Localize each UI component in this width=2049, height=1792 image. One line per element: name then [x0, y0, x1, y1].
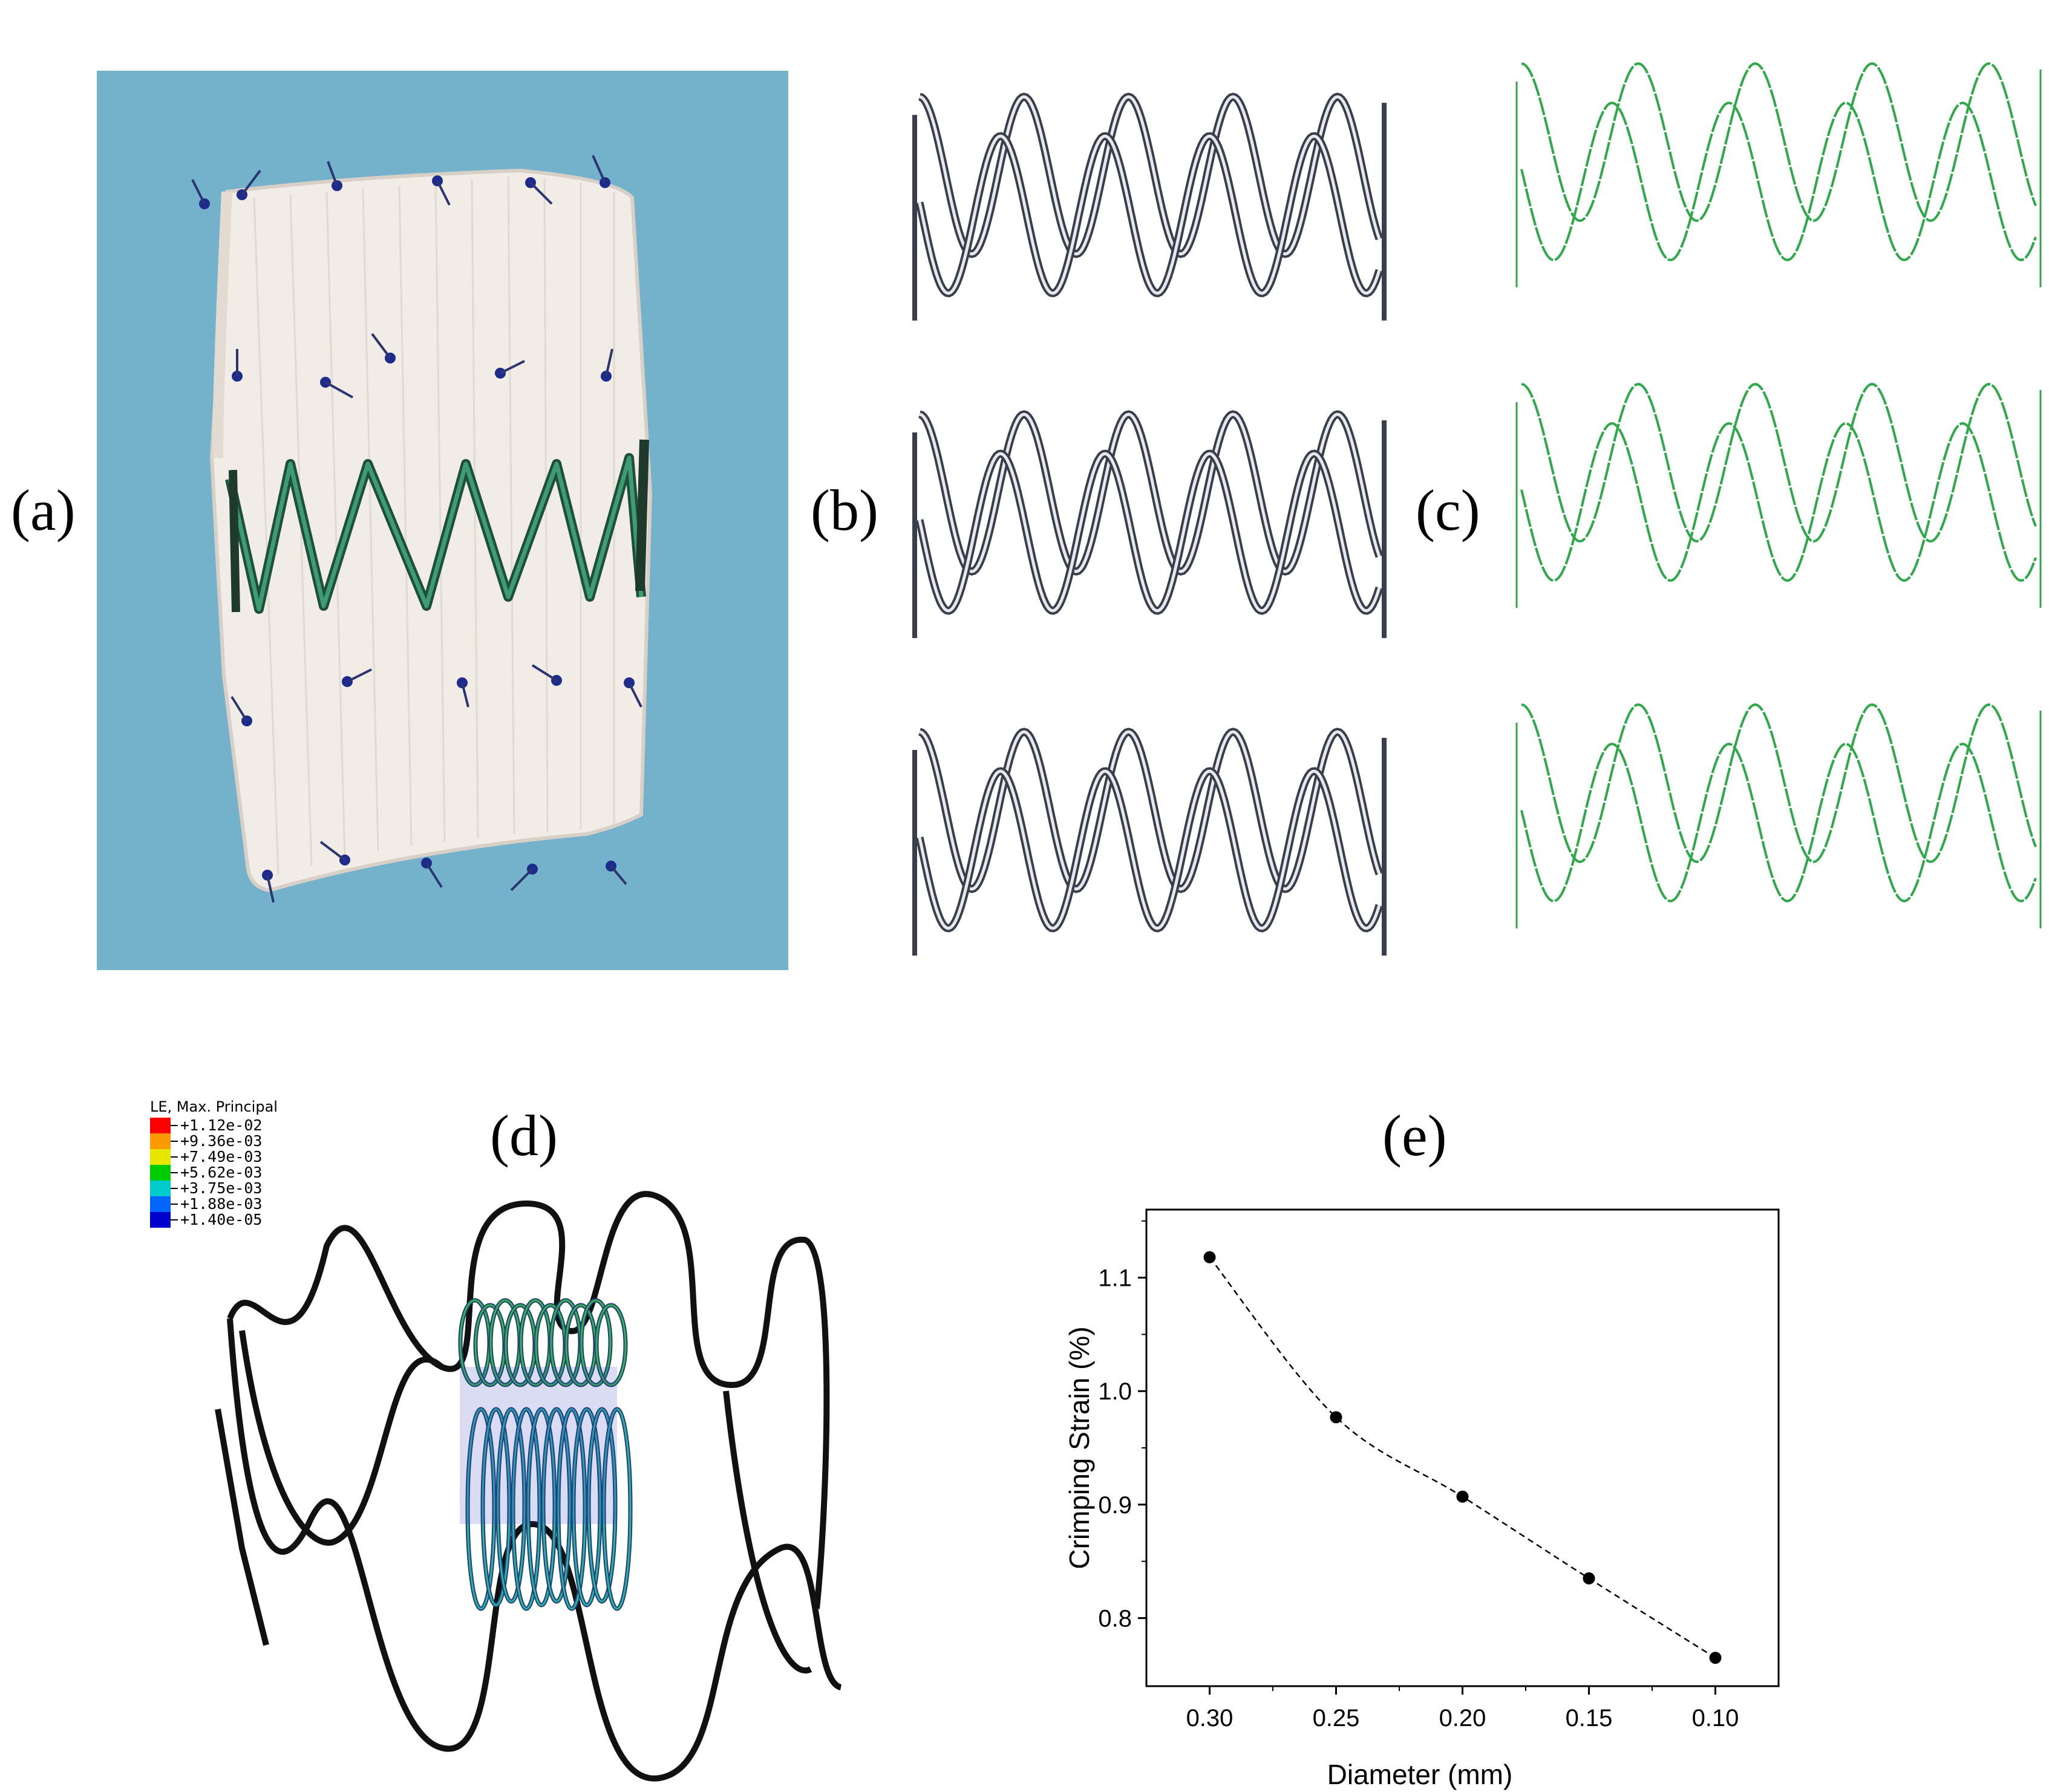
crimped-stent [458, 1298, 633, 1611]
x-tick-label: 0.20 [1439, 1705, 1486, 1732]
legend-value: +9.36e-03 [180, 1132, 263, 1150]
legend-value: +1.12e-02 [180, 1116, 263, 1134]
legend-swatch [150, 1118, 171, 1133]
legend-swatch [150, 1149, 171, 1165]
x-tick-label: 0.25 [1313, 1705, 1360, 1732]
crimping-simulation [206, 1185, 871, 1790]
panel-label-d: (d) [490, 1103, 558, 1168]
y-tick-label: 1.0 [1098, 1378, 1132, 1405]
fea-legend: LE, Max. Principal +1.12e-02+9.36e-03+7.… [150, 1100, 278, 1228]
stent-ring-gray [912, 93, 1387, 321]
legend-title: LE, Max. Principal [150, 1098, 278, 1115]
legend-swatch [150, 1196, 171, 1212]
stent-rings-gray [907, 54, 1391, 1022]
stent-rings-green [1509, 15, 2048, 998]
legend-swatch [150, 1165, 171, 1181]
legend-entry: +1.40e-05 [150, 1212, 278, 1228]
legend-swatch [150, 1212, 171, 1228]
x-tick-label: 0.10 [1692, 1705, 1739, 1732]
panel-label-b: (b) [811, 478, 878, 542]
y-axis-label: Crimping Strain (%) [1064, 1326, 1095, 1569]
stent-ring-gray [912, 410, 1387, 638]
x-axis-label: Diameter (mm) [1327, 1759, 1513, 1790]
legend-value: +1.88e-03 [180, 1195, 263, 1213]
x-tick-label: 0.15 [1566, 1705, 1613, 1732]
legend-entry: +9.36e-03 [150, 1133, 278, 1149]
legend-value: +5.62e-03 [180, 1164, 263, 1181]
panel-label-a: (a) [11, 478, 76, 542]
data-point [1709, 1652, 1722, 1664]
series-line [1209, 1257, 1716, 1659]
x-tick-label: 0.30 [1186, 1705, 1234, 1732]
stent-ring-green [1515, 703, 2042, 928]
panel-label-e: (e) [1382, 1103, 1447, 1168]
legend-value: +7.49e-03 [180, 1148, 263, 1165]
legend-entry: +5.62e-03 [150, 1165, 278, 1181]
legend-entry: +1.12e-02 [150, 1118, 278, 1133]
data-point [1583, 1572, 1595, 1585]
crimping-strain-chart: Crimping Strain (%) Diameter (mm) 0.30 0.… [1028, 1185, 2045, 1790]
data-point [1203, 1251, 1216, 1263]
data-point [1330, 1411, 1342, 1424]
legend-entry: +3.75e-03 [150, 1181, 278, 1196]
legend-entry: +7.49e-03 [150, 1149, 278, 1165]
legend-swatch [150, 1133, 171, 1149]
y-tick-label: 0.9 [1098, 1492, 1132, 1519]
legend-swatch [150, 1181, 171, 1196]
stent-ring-green [1515, 62, 2042, 287]
panel-label-c: (c) [1416, 478, 1480, 542]
y-tick-label: 1.1 [1098, 1265, 1132, 1292]
stent-ring-gray [912, 728, 1387, 956]
y-tick-label: 0.8 [1098, 1605, 1132, 1632]
data-point [1456, 1490, 1469, 1503]
legend-entry: +1.88e-03 [150, 1196, 278, 1212]
plot-frame [1145, 1208, 1780, 1687]
legend-value: +3.75e-03 [180, 1179, 263, 1197]
legend-value: +1.40e-05 [180, 1211, 263, 1228]
stent-ring-green [1515, 382, 2042, 608]
stent-graft-photo [97, 71, 788, 970]
